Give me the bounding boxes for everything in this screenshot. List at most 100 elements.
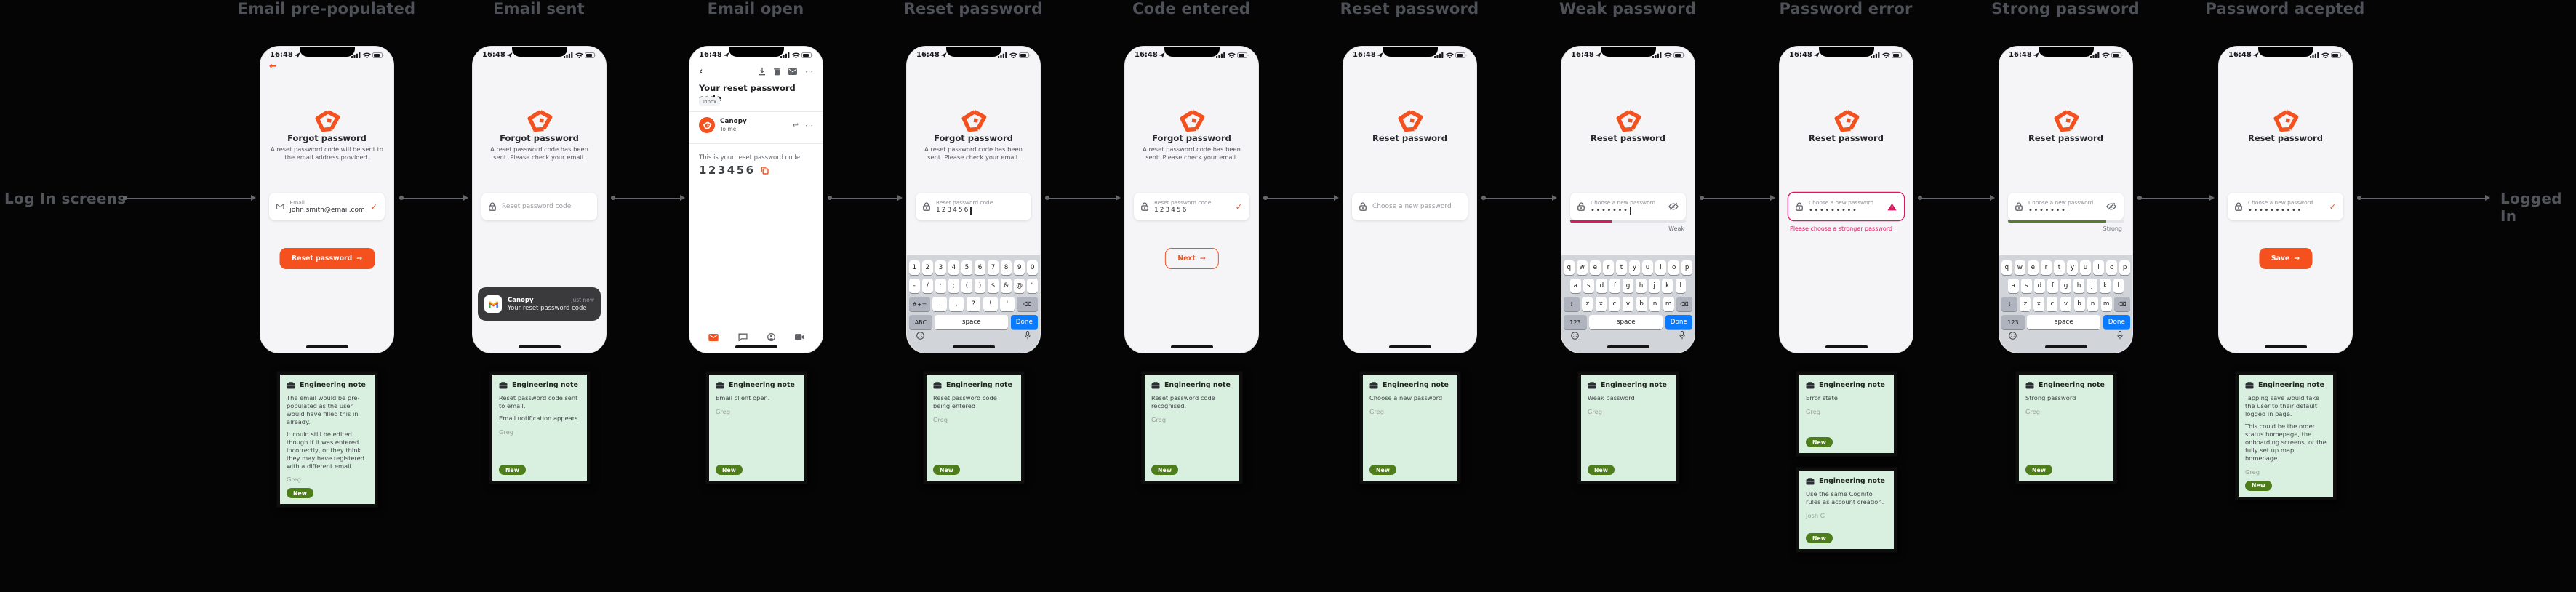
- key-n[interactable]: n: [2087, 297, 2099, 311]
- key-n[interactable]: n: [1649, 297, 1661, 311]
- key-&[interactable]: &: [1001, 279, 1012, 293]
- key-0[interactable]: 0: [1027, 260, 1038, 275]
- key-8[interactable]: 8: [1001, 260, 1012, 275]
- key-b[interactable]: b: [1636, 297, 1647, 311]
- home-indicator[interactable]: [305, 345, 348, 348]
- key-y[interactable]: y: [1629, 260, 1640, 275]
- key-![interactable]: !: [983, 297, 998, 311]
- key-⌫[interactable]: ⌫: [1017, 297, 1039, 311]
- key-2[interactable]: 2: [922, 260, 933, 275]
- key-t[interactable]: t: [2054, 260, 2065, 275]
- home-indicator[interactable]: [2044, 345, 2087, 348]
- mic-icon[interactable]: [1025, 331, 1031, 340]
- meet-tab-icon[interactable]: [794, 334, 804, 340]
- key-⇧[interactable]: ⇧: [2001, 297, 2017, 311]
- key--[interactable]: -: [909, 279, 920, 293]
- next-button[interactable]: Next→: [1164, 248, 1219, 269]
- key-9[interactable]: 9: [1014, 260, 1025, 275]
- key-o[interactable]: o: [1668, 260, 1679, 275]
- home-indicator[interactable]: [735, 345, 777, 348]
- trash-icon[interactable]: [774, 68, 780, 76]
- key-i[interactable]: i: [1655, 260, 1666, 275]
- download-icon[interactable]: [759, 68, 766, 76]
- key-c[interactable]: c: [2047, 297, 2058, 311]
- key-1[interactable]: 1: [909, 260, 920, 275]
- home-indicator[interactable]: [1170, 345, 1213, 348]
- key-⇧[interactable]: ⇧: [1564, 297, 1580, 311]
- key-7[interactable]: 7: [988, 260, 999, 275]
- key-:[interactable]: :: [935, 279, 946, 293]
- key-$[interactable]: $: [988, 279, 999, 293]
- new-password-input-error[interactable]: Choose a new password•••••••••: [1788, 193, 1904, 220]
- home-indicator[interactable]: [518, 345, 561, 348]
- people-tab-icon[interactable]: [767, 333, 775, 341]
- key-space[interactable]: space: [935, 315, 1009, 329]
- key-@[interactable]: @: [1014, 279, 1025, 293]
- key-k[interactable]: k: [1662, 279, 1673, 293]
- key-;[interactable]: ;: [948, 279, 959, 293]
- key-ABC[interactable]: ABC: [909, 315, 932, 329]
- mail-tab-icon[interactable]: [708, 333, 719, 341]
- key-h[interactable]: h: [1636, 279, 1647, 293]
- key-x[interactable]: x: [1595, 297, 1607, 311]
- mic-icon[interactable]: [1679, 331, 1685, 340]
- key-?[interactable]: ?: [966, 297, 981, 311]
- new-password-input[interactable]: Choose a new password: [1352, 193, 1468, 220]
- key-4[interactable]: 4: [948, 260, 959, 275]
- key-z[interactable]: z: [1582, 297, 1593, 311]
- key-l[interactable]: l: [2113, 279, 2124, 293]
- key-o[interactable]: o: [2106, 260, 2117, 275]
- key-s[interactable]: s: [1583, 279, 1594, 293]
- home-indicator[interactable]: [1825, 345, 1868, 348]
- key-f[interactable]: f: [2047, 279, 2058, 293]
- new-password-input[interactable]: Choose a new password•••••••••• ✓: [2228, 193, 2343, 220]
- key-e[interactable]: e: [2028, 260, 2039, 275]
- key-a[interactable]: a: [1570, 279, 1581, 293]
- key-⌫[interactable]: ⌫: [2114, 297, 2130, 311]
- key-f[interactable]: f: [1609, 279, 1620, 293]
- emoji-icon[interactable]: [916, 331, 924, 340]
- key-i[interactable]: i: [2093, 260, 2104, 275]
- key-r[interactable]: r: [2041, 260, 2052, 275]
- key-([interactable]: (: [961, 279, 972, 293]
- key-u[interactable]: u: [1642, 260, 1653, 275]
- hide-password-icon[interactable]: [1668, 203, 1679, 210]
- new-password-input[interactable]: Choose a new password •••••••: [1570, 193, 1686, 220]
- key-s[interactable]: s: [2021, 279, 2032, 293]
- key-j[interactable]: j: [1649, 279, 1660, 293]
- key-Done[interactable]: Done: [2103, 315, 2131, 329]
- home-indicator[interactable]: [1607, 345, 1649, 348]
- key-v[interactable]: v: [2060, 297, 2072, 311]
- more-options-icon[interactable]: ⋯: [805, 120, 813, 130]
- key-d[interactable]: d: [2034, 279, 2045, 293]
- home-indicator[interactable]: [1388, 345, 1431, 348]
- key-⌫[interactable]: ⌫: [1676, 297, 1692, 311]
- key-y[interactable]: y: [2067, 260, 2078, 275]
- mic-icon[interactable]: [2117, 331, 2123, 340]
- save-button[interactable]: Save→: [2258, 248, 2313, 269]
- key-v[interactable]: v: [1622, 297, 1634, 311]
- key-z[interactable]: z: [2020, 297, 2031, 311]
- key-m[interactable]: m: [1663, 297, 1674, 311]
- key-Done[interactable]: Done: [1010, 315, 1039, 329]
- reset-password-button[interactable]: Reset password→: [279, 248, 375, 269]
- reset-code-input[interactable]: Reset password code 123456: [916, 193, 1031, 220]
- key-q[interactable]: q: [2001, 260, 2012, 275]
- emoji-icon[interactable]: [1571, 331, 1579, 340]
- key-t[interactable]: t: [1616, 260, 1627, 275]
- key-x[interactable]: x: [2033, 297, 2044, 311]
- home-indicator[interactable]: [952, 345, 995, 348]
- key-,[interactable]: ,: [949, 297, 964, 311]
- key-j[interactable]: j: [2087, 279, 2097, 293]
- key-l[interactable]: l: [1675, 279, 1687, 293]
- key-123[interactable]: 123: [2001, 315, 2025, 329]
- back-arrow-icon[interactable]: ←: [269, 61, 277, 72]
- key-'[interactable]: ': [1000, 297, 1015, 311]
- emoji-icon[interactable]: [2009, 331, 2017, 340]
- hide-password-icon[interactable]: [2106, 203, 2116, 210]
- envelope-icon[interactable]: [788, 68, 797, 75]
- key-)[interactable]: ): [975, 279, 985, 293]
